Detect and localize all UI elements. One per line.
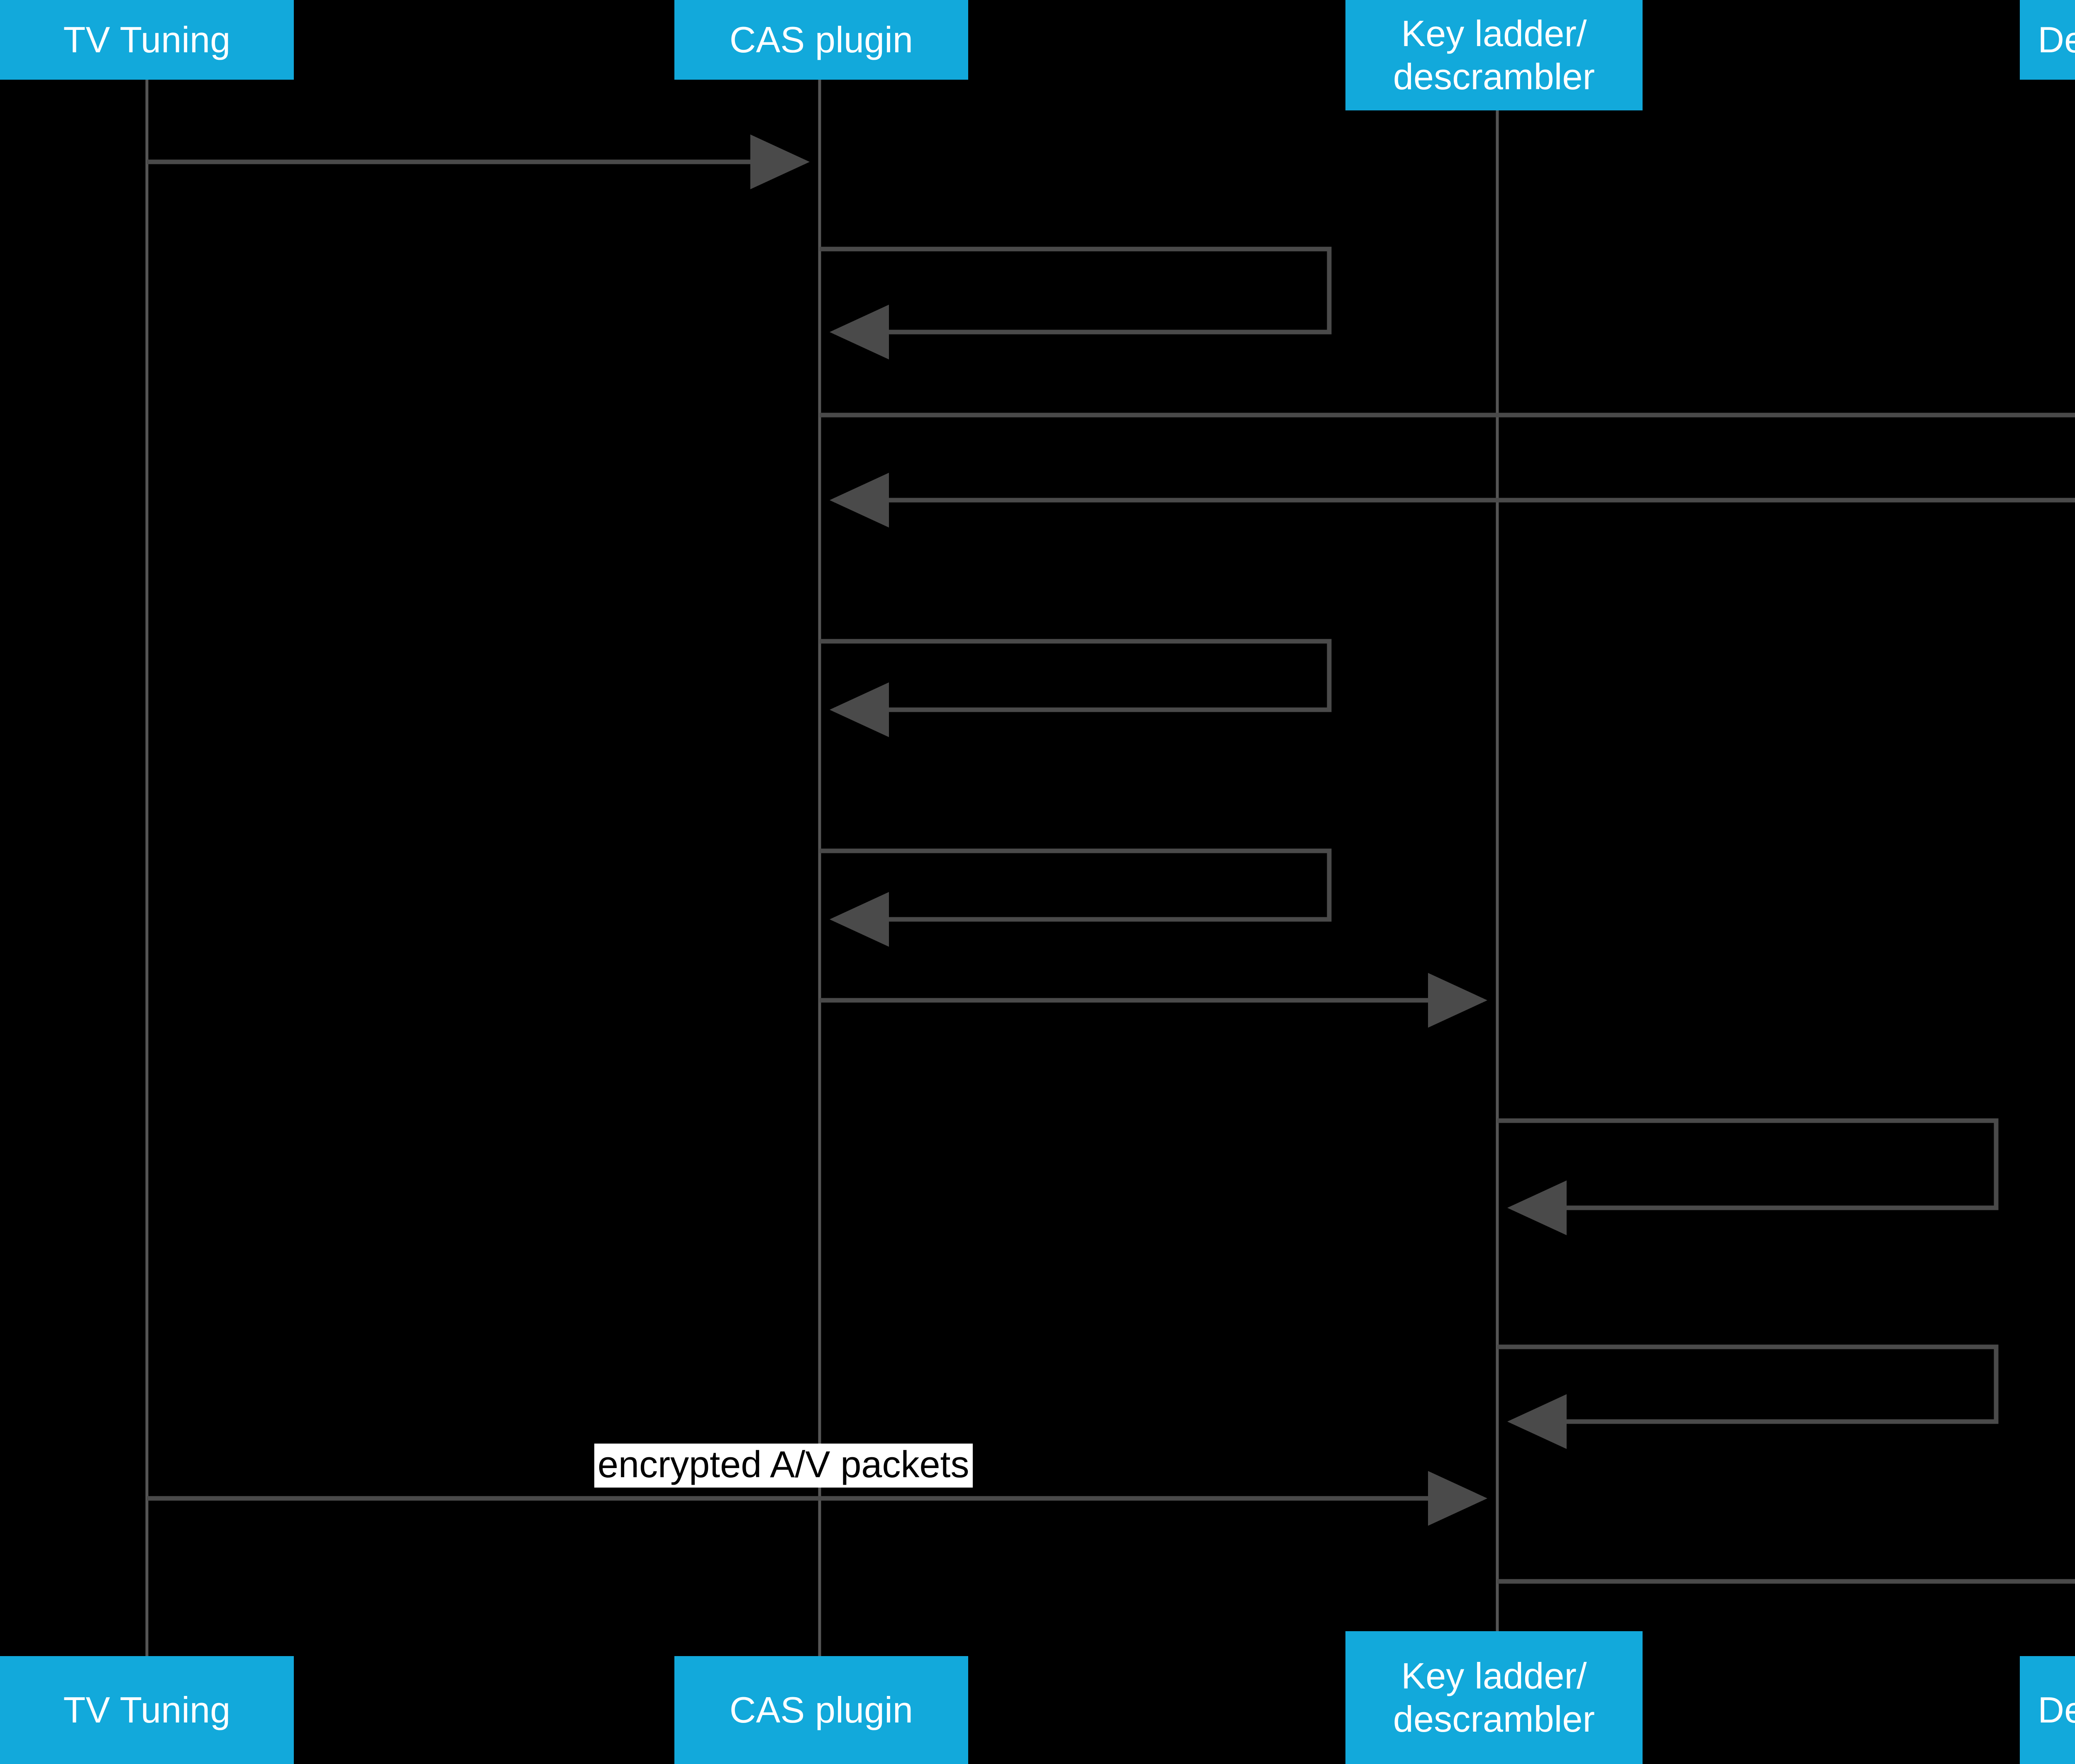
messages [147, 134, 2075, 1584]
participant-header-decode[interactable]: Decode, display [2020, 0, 2075, 80]
message-selfcall-m2 [820, 247, 1332, 359]
message-selfcall-m5 [820, 639, 1332, 737]
participant-header-cas-plugin[interactable]: CAS plugin [674, 0, 968, 80]
participant-footer-cas-plugin[interactable]: CAS plugin [674, 1656, 968, 1764]
message-selfcall-m9 [1497, 1344, 1999, 1449]
message-label-encrypted-av-packets: encrypted A/V packets [594, 1444, 973, 1488]
message-selfcall-m6 [820, 848, 1332, 947]
message-selfcall-m8 [1497, 1118, 1999, 1235]
participant-footer-tv-tuning[interactable]: TV Tuning [0, 1656, 294, 1764]
participant-footer-key-ladder[interactable]: Key ladder/ descrambler [1345, 1631, 1643, 1764]
participant-header-tv-tuning[interactable]: TV Tuning [0, 0, 294, 80]
participant-footer-decode[interactable]: Decode, display [2020, 1656, 2075, 1764]
lifelines [145, 80, 1499, 1660]
participant-header-key-ladder[interactable]: Key ladder/ descrambler [1345, 0, 1643, 110]
